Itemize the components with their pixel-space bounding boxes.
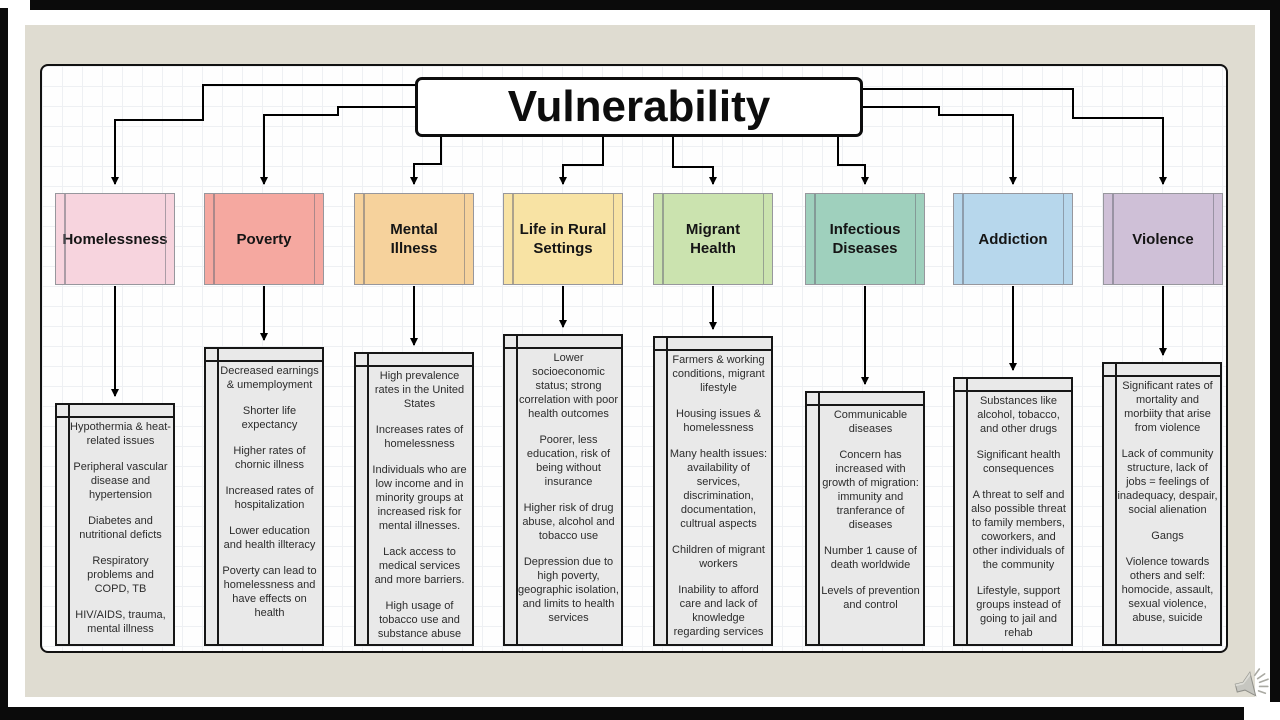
detail-item: Hypothermia & heat-related issues <box>70 421 171 447</box>
category-label: Poverty <box>236 230 292 248</box>
detail-item: Lifestyle, support groups instead of goi… <box>976 585 1061 639</box>
detail-box-rural-settings: Lower socioeconomic status; strong corre… <box>503 334 623 646</box>
detail-item: Lower socioeconomic status; strong corre… <box>518 352 619 420</box>
category-box-violence: Violence <box>1103 193 1223 285</box>
detail-item: Lack access to medical services and more… <box>374 546 465 586</box>
detail-item: High usage of tobacco use and substance … <box>377 600 462 640</box>
detail-item: Communicable diseases <box>833 409 908 435</box>
detail-item: Number 1 cause of death worldwide <box>824 545 917 571</box>
category-label: Mental Illness <box>390 221 438 257</box>
detail-list: High prevalence rates in the United Stat… <box>369 369 470 642</box>
detail-item: Depression due to high poverty, geograph… <box>518 556 619 624</box>
detail-box-mental-illness: High prevalence rates in the United Stat… <box>354 352 474 646</box>
detail-list: Lower socioeconomic status; strong corre… <box>518 351 619 642</box>
detail-item: Shorter life expectancy <box>241 405 298 431</box>
detail-item: Lack of community structure, lack of job… <box>1117 448 1218 516</box>
detail-item: Children of migrant workers <box>672 544 765 570</box>
detail-item: Higher rates of chornic illness <box>233 445 306 471</box>
detail-item: Farmers & working conditions, migrant li… <box>672 354 765 394</box>
diagram-title: Vulnerability <box>507 82 771 131</box>
detail-item: Increases rates of homelessness <box>375 424 464 450</box>
detail-item: HIV/AIDS, trauma, mental illness <box>75 609 166 635</box>
detail-item: Violence towards others and self: homoci… <box>1121 556 1214 624</box>
category-label: Addiction <box>978 230 1048 248</box>
category-label: Homelessness <box>62 230 168 248</box>
detail-item: Gangs <box>1151 530 1184 542</box>
diagram-title-box: Vulnerability <box>415 77 863 137</box>
category-label: Violence <box>1132 230 1194 248</box>
detail-item: A threat to self and also possible threa… <box>971 489 1066 571</box>
detail-list: Substances like alcohol, tobacco, and ot… <box>968 394 1069 642</box>
detail-item: Poverty can lead to homelessness and hav… <box>222 565 317 619</box>
category-box-addiction: Addiction <box>953 193 1073 285</box>
detail-item: Increased rates of hospitalization <box>225 485 314 511</box>
category-box-homelessness: Homelessness <box>55 193 175 285</box>
speaker-icon[interactable] <box>1230 662 1276 708</box>
detail-box-addiction: Substances like alcohol, tobacco, and ot… <box>953 377 1073 646</box>
category-label: Life in Rural Settings <box>519 221 607 257</box>
detail-item: High prevalence rates in the United Stat… <box>374 370 465 410</box>
detail-box-violence: Significant rates of mortality and morbi… <box>1102 362 1222 646</box>
detail-item: Significant rates of mortality and morbi… <box>1122 380 1213 434</box>
detail-item: Poorer, less education, risk of being wi… <box>526 434 611 488</box>
category-box-migrant-health: Migrant Health <box>653 193 773 285</box>
detail-item: Substances like alcohol, tobacco, and ot… <box>977 395 1060 435</box>
category-label: Infectious Diseases <box>829 221 901 257</box>
frame-edge-right <box>1270 0 1280 702</box>
category-box-rural-settings: Life in Rural Settings <box>503 193 623 285</box>
detail-item: Individuals who are low income and in mi… <box>372 464 467 532</box>
detail-item: Decreased earnings & umemployment <box>220 365 319 391</box>
detail-item: Diabetes and nutritional deficts <box>79 515 162 541</box>
detail-list: Farmers & working conditions, migrant li… <box>668 353 769 642</box>
frame-edge-bottom <box>0 707 1244 720</box>
detail-item: Significant health consequences <box>976 449 1061 475</box>
detail-item: Many health issues: availability of serv… <box>669 448 768 530</box>
category-box-mental-illness: Mental Illness <box>354 193 474 285</box>
detail-item: Concern has increased with growth of mig… <box>822 449 919 531</box>
category-box-poverty: Poverty <box>204 193 324 285</box>
frame-edge-top <box>30 0 1280 10</box>
detail-item: Peripheral vascular disease and hyperten… <box>73 461 168 501</box>
category-box-infectious-diseases: Infectious Diseases <box>805 193 925 285</box>
detail-item: Inability to afford care and lack of kno… <box>673 584 764 638</box>
detail-item: Levels of prevention and control <box>821 585 920 611</box>
category-label: Migrant Health <box>685 221 741 257</box>
detail-box-migrant-health: Farmers & working conditions, migrant li… <box>653 336 773 646</box>
detail-item: Higher risk of drug abuse, alcohol and t… <box>522 502 615 542</box>
frame-edge-left <box>0 8 8 720</box>
detail-item: Housing issues & homelessness <box>676 408 761 434</box>
detail-item: Respiratory problems and COPD, TB <box>87 555 154 595</box>
detail-item: Lower education and health illteracy <box>223 525 316 551</box>
detail-list: Significant rates of mortality and morbi… <box>1117 379 1218 642</box>
